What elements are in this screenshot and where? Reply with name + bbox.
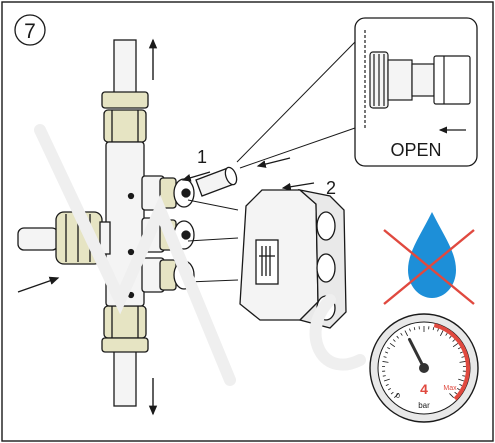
gauge-tick [387,347,391,350]
flow-arrow-in [17,276,60,293]
gauge-tick [404,330,409,337]
gauge-tick [432,327,435,331]
detail-state-text: OPEN [390,140,441,160]
gauge-tick [385,383,389,386]
gauge-red-zone [433,323,470,401]
gauge-tick [454,391,458,395]
no-water-indicator [383,212,475,305]
gauge-tick [462,375,466,377]
water-drop-icon [408,212,456,298]
detail-callout-lines [236,41,356,169]
plug-guide-lines [187,199,239,283]
gauge-tick [409,328,411,332]
gauge-needle [407,337,426,370]
gauge-tick [449,393,454,398]
gauge-tick [458,378,465,382]
gauge-min-label: 0 [396,393,400,400]
gauge-tick [383,378,390,382]
upper-fitting [101,91,149,143]
flow-arrows [17,38,158,416]
gauge-scale [382,326,466,398]
watermark [34,124,366,386]
step-number: 7 [24,20,36,43]
gauge-tick [452,339,456,342]
gauge-tick [382,375,386,377]
gauge-tick [459,351,463,354]
gauge-tick [383,356,387,358]
open-nipple-detail [364,30,471,130]
gauge-tick [385,351,389,354]
gauge-tick [394,393,399,398]
gauge-tick [437,328,439,332]
lower-fitting [101,305,149,353]
cross-line-b [383,229,475,305]
arrow-1: 1 [181,147,211,182]
gauge-tick [452,342,459,348]
gauge-tick [459,361,466,363]
gauge-tick [457,388,461,391]
gauge-tick [457,347,461,350]
gauge-tick [439,330,444,337]
gauge-tick [382,361,389,363]
plug-cap [195,166,238,197]
arrow-1-label: 1 [197,147,207,167]
gauge-unit-text: bar [418,401,430,410]
step-badge: 7 [14,14,46,46]
gauge-max-label: Max [443,385,457,392]
gauge-hub [419,363,429,373]
arrow-2-label: 2 [326,178,336,198]
gauge-tick [459,383,463,386]
gauge-tick [392,339,396,342]
gauge-tick [413,327,416,331]
pressure-gauge: 0 Max 4 bar [369,313,479,423]
gauge-tick [387,388,391,391]
gauge-tick [461,356,465,358]
gauge-tick [449,335,452,339]
valve-outlet-top [141,175,195,211]
gauge-tick [445,332,448,336]
gauge-tick [396,335,399,339]
gauge-value-text: 4 [420,381,428,397]
gauge-tick [390,391,394,395]
arrow-2: 2 [256,157,336,198]
gauge-tick [400,332,403,336]
detail-box: OPEN [354,17,478,167]
gauge-tick [389,342,396,348]
